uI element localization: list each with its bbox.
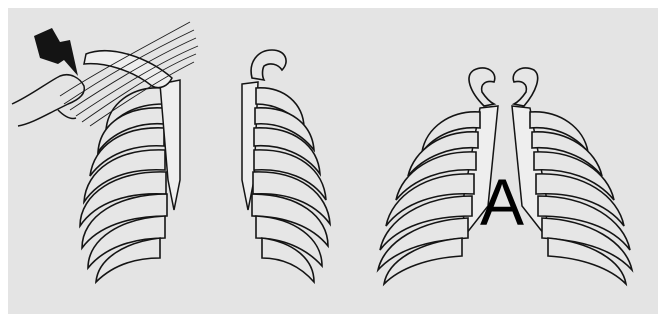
panel-label-a: A bbox=[480, 165, 524, 239]
